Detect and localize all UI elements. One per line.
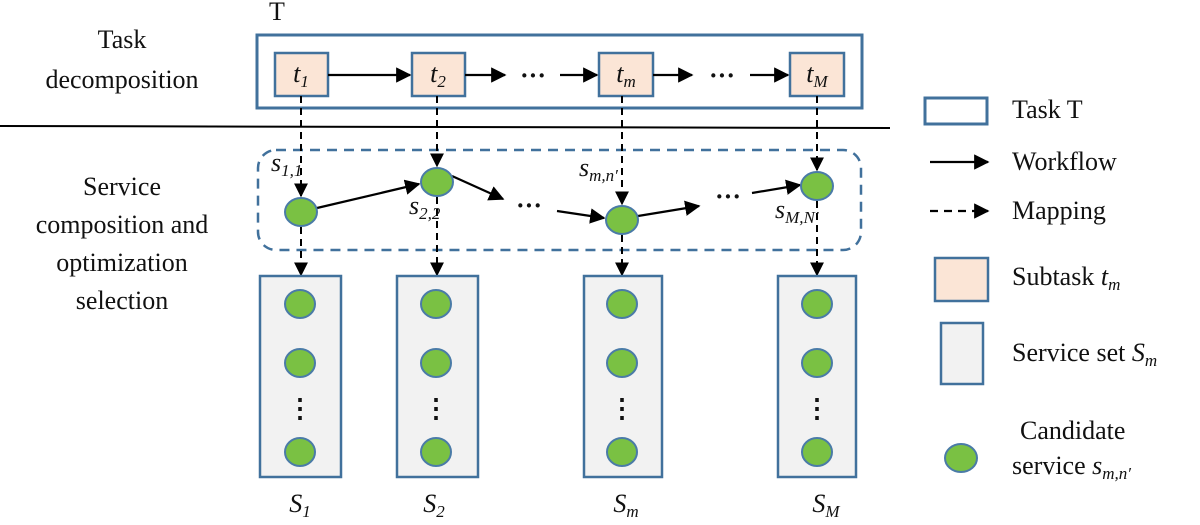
ellipsis: ··· [520,61,546,90]
phase-separator [0,125,891,129]
vertical-ellipsis: ⋮ [804,394,830,423]
workflow-arrow [637,200,701,218]
subtask-2: t2 [410,51,467,98]
phase-decomposition-line2: decomposition [45,65,198,94]
legend-task-label: Task T [1012,95,1083,124]
legend-candidate-node [944,443,978,473]
service-set-2: ⋮ [395,274,480,479]
service-workflow-arrows [316,174,802,224]
legend-workflow-label: Workflow [1012,147,1117,176]
candidate-service-node [420,437,452,467]
ellipsis: ··· [516,191,542,220]
subtask-M: tM [788,51,846,98]
legend-service-set-swatch [939,321,985,386]
selected-service-node [605,205,639,235]
candidate-service-node [284,289,316,319]
vertical-ellipsis: ⋮ [609,394,635,423]
legend-subtask-swatch [933,256,990,303]
phase-decomposition-line1: Task [98,25,147,54]
candidate-service-node [284,437,316,467]
candidate-service-node [606,348,638,378]
subtask-label: tM [806,59,828,91]
candidate-service-node [606,437,638,467]
vertical-ellipsis: ⋮ [423,394,449,423]
subtask-1: t1 [273,51,330,98]
workflow-arrow [751,179,802,195]
workflow-arrow [316,179,421,210]
service-set-m: ⋮ [582,274,664,479]
phase-composition-line3: optimization [56,248,187,277]
subtask-m: tm [597,51,655,98]
phase-composition-line4: selection [76,286,168,315]
selected-service-label: s1,1 [271,148,302,180]
selected-service-label: sM,N′ [775,195,819,227]
legend-candidate-label-line1: Candidate [1020,416,1125,445]
legend: Task T Workflow Mapping Subtask tm Servi… [923,95,1157,483]
composition-region [256,148,863,252]
legend-service-set-label: Service set Sm [1012,338,1157,370]
selected-service-node [284,197,318,227]
candidate-service-node [420,289,452,319]
service-set-label: Sm [613,489,638,521]
candidate-service-node [420,348,452,378]
legend-candidate-label-line2: service sm,n′ [1012,451,1131,483]
candidate-service-node [606,289,638,319]
candidate-service-node [801,437,833,467]
candidate-service-node [801,348,833,378]
ellipsis: ··· [709,61,735,90]
task-container [255,33,864,110]
workflow-arrow [556,208,606,224]
legend-subtask-label: Subtask tm [1012,262,1120,294]
service-set-label: S2 [423,489,445,521]
service-set-1: ⋮ [258,274,343,479]
legend-mapping-label: Mapping [1012,196,1106,225]
selected-service-node [800,171,834,201]
subtask-label: t2 [430,59,446,91]
legend-task-swatch [923,96,989,126]
vertical-ellipsis: ⋮ [287,394,313,423]
phase-composition-line1: Service [83,172,161,201]
workflow-arrow [451,174,505,201]
task-label: T [269,0,285,26]
service-set-M: ⋮ [776,274,858,479]
mapping-arrows-bottom [294,197,824,277]
service-set-label: S1 [289,489,311,521]
ellipsis: ··· [715,182,741,211]
subtask-label: t1 [293,59,309,91]
mapping-arrows-top [294,96,824,206]
service-set-label: SM [812,489,840,521]
selected-service-node [420,167,454,197]
selected-service-label: s2,2 [409,191,441,223]
phase-composition-line2: composition and [36,210,209,239]
candidate-service-node [284,348,316,378]
selected-service-label: sm,n′ [579,153,618,185]
candidate-service-node [801,289,833,319]
subtask-label: tm [616,59,636,91]
